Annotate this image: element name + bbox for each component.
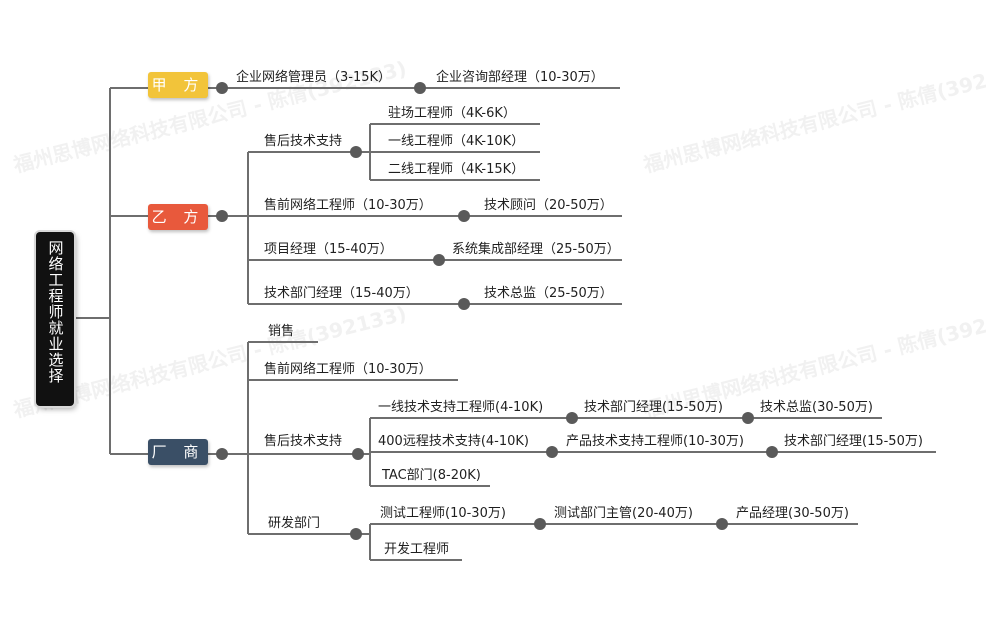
node-label: 企业网络管理员（3-15K）: [236, 70, 392, 85]
node-label: 售前网络工程师（10-30万）: [264, 198, 432, 213]
node-label: 一线工程师（4K-10K）: [388, 134, 525, 149]
node-dot: [546, 446, 558, 458]
node-dot: [458, 210, 470, 222]
node-label: 二线工程师（4K-15K）: [388, 162, 525, 177]
node-label: 测试工程师(10-30万): [380, 506, 506, 521]
node-dot: [350, 528, 362, 540]
node-dot: [216, 210, 228, 222]
node-dot: [352, 448, 364, 460]
node-label: 项目经理（15-40万）: [264, 242, 393, 257]
node-label: 400远程技术支持(4-10K): [378, 434, 529, 449]
node-dot: [716, 518, 728, 530]
node-label: 技术总监（25-50万）: [484, 286, 613, 301]
category-yifang: 乙 方: [148, 204, 208, 230]
category-changshang: 厂 商: [148, 439, 208, 465]
node-label: 产品技术支持工程师(10-30万): [566, 434, 744, 449]
node-label: TAC部门(8-20K): [382, 468, 481, 483]
node-label: 系统集成部经理（25-50万）: [452, 242, 620, 257]
root-node: 网络工程师就业选择: [36, 232, 74, 406]
root-title: 网络工程师就业选择: [46, 240, 65, 384]
node-dot: [742, 412, 754, 424]
node-dot: [458, 298, 470, 310]
node-label: 技术部门经理（15-40万）: [264, 286, 419, 301]
node-label: 企业咨询部经理（10-30万）: [436, 70, 604, 85]
node-label: 产品经理(30-50万): [736, 506, 849, 521]
category-jiafang: 甲 方: [148, 72, 208, 98]
node-label: 测试部门主管(20-40万): [554, 506, 693, 521]
node-label: 一线技术支持工程师(4-10K): [378, 400, 544, 415]
node-label: 技术部门经理(15-50万): [584, 400, 723, 415]
node-dot: [216, 82, 228, 94]
node-dot: [433, 254, 445, 266]
node-dot: [566, 412, 578, 424]
node-label: 研发部门: [268, 516, 321, 531]
node-label: 售后技术支持: [264, 134, 343, 149]
node-label: 开发工程师: [384, 542, 450, 557]
node-label: 售后技术支持: [264, 434, 343, 449]
node-dot: [766, 446, 778, 458]
node-dot: [216, 448, 228, 460]
node-label: 技术部门经理(15-50万): [784, 434, 923, 449]
node-dot: [534, 518, 546, 530]
node-dot: [350, 146, 362, 158]
node-dot: [414, 82, 426, 94]
node-label: 销售: [268, 324, 295, 339]
node-label: 技术顾问（20-50万）: [484, 198, 613, 213]
node-label: 售前网络工程师（10-30万）: [264, 362, 432, 377]
node-label: 驻场工程师（4K-6K）: [388, 106, 516, 121]
node-label: 技术总监(30-50万): [760, 400, 873, 415]
